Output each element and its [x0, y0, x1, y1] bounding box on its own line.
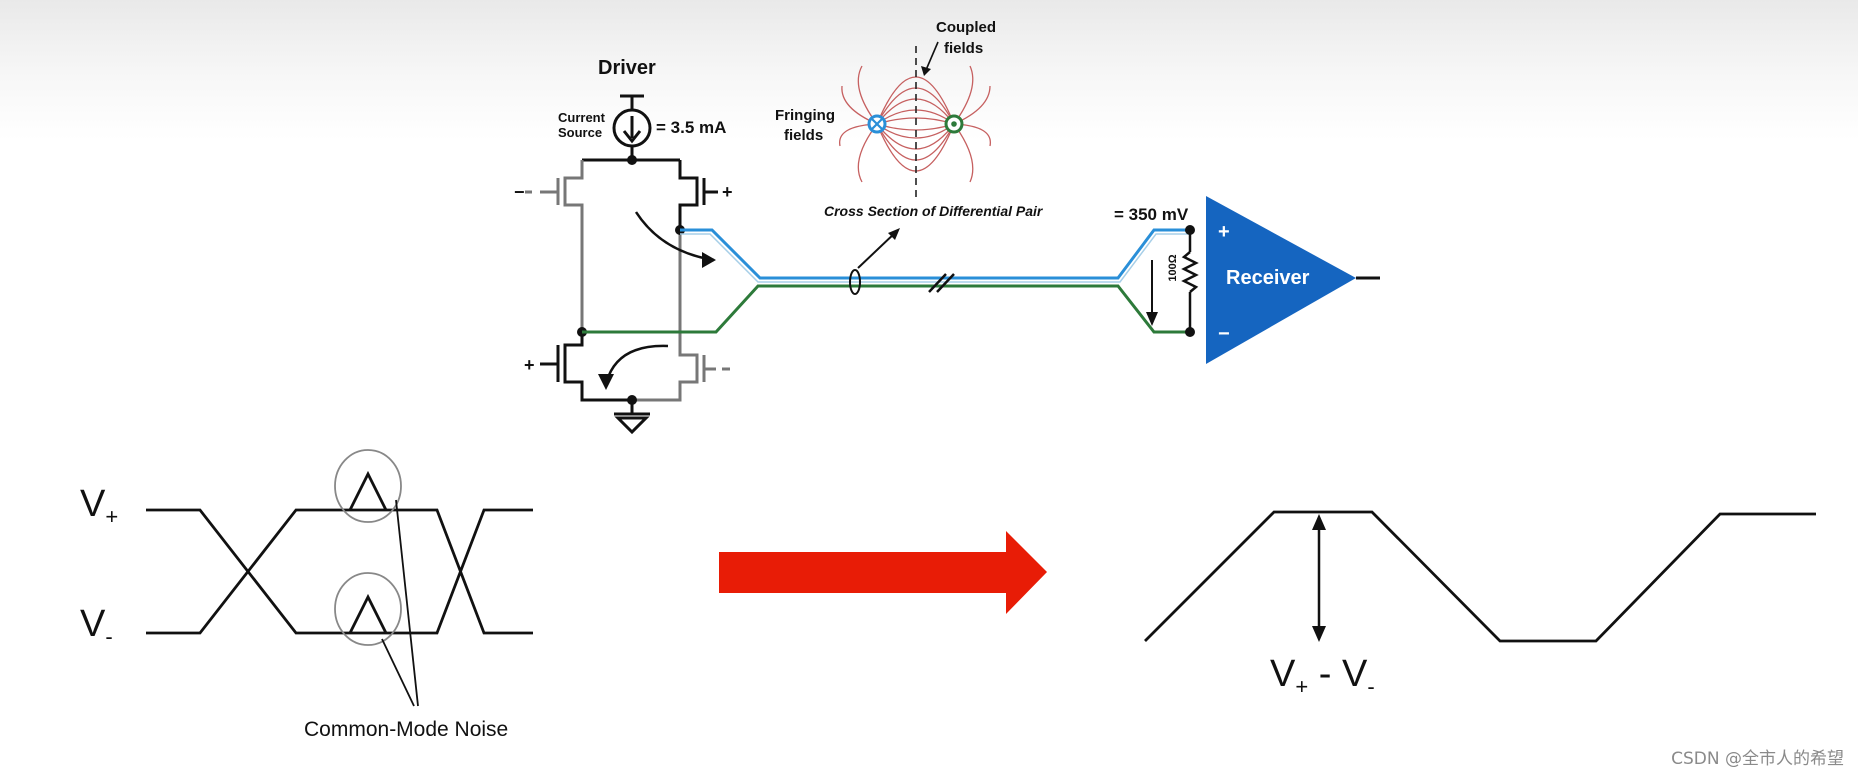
driver-minus-top-left: −: [514, 182, 525, 202]
differential-pair-lines: [582, 228, 1190, 334]
v-minus-label: V-: [80, 603, 113, 649]
coupled-fields-label-1: Coupled: [936, 19, 996, 36]
v-minus-trace: [146, 508, 533, 635]
watermark: CSDN @全市人的希望: [1671, 749, 1844, 769]
current-source-symbol: [612, 108, 652, 148]
input-waveforms: V+ V- Common-Mode Noise: [80, 449, 533, 741]
resistor-label: 100Ω: [1167, 254, 1179, 281]
receiver-plus: +: [1218, 221, 1230, 243]
cross-section-fields: Coupled fields Fringing fields Cross Sec…: [775, 19, 1044, 219]
receiver-label: Receiver: [1226, 267, 1310, 289]
current-source-label-1: Current: [558, 110, 606, 125]
driver-circuit: Driver Current Source = 3.5 mA − +: [514, 57, 733, 435]
coupled-fields-label-2: fields: [944, 40, 983, 57]
v-plus-label: V+: [80, 483, 118, 529]
noise-spike-bottom: [348, 593, 388, 634]
transform-arrow: [719, 531, 1047, 614]
differential-trace: [1144, 510, 1816, 643]
negative-line: [582, 284, 1190, 334]
noise-spike-top: [348, 470, 388, 511]
receiver-amplifier: [1206, 196, 1356, 364]
conductor-out-of-page-icon: [944, 114, 964, 134]
driver-plus-bottom-left: +: [524, 355, 535, 375]
driver-plus-top-right: +: [722, 182, 733, 202]
current-value-label: = 3.5 mA: [656, 118, 726, 137]
conductor-into-page-icon: [867, 114, 887, 134]
receiver: = 350 mV 100Ω + − Receiver: [1114, 196, 1380, 364]
current-source-label-2: Source: [558, 125, 602, 140]
receiver-minus: −: [1218, 323, 1230, 345]
fringing-fields-label-2: fields: [784, 127, 823, 144]
receiver-voltage-label: = 350 mV: [1114, 205, 1189, 224]
field-lines: [839, 65, 991, 183]
cross-section-label: Cross Section of Differential Pair: [824, 203, 1044, 219]
positive-line: [680, 228, 1190, 280]
driver-title: Driver: [598, 57, 656, 79]
common-mode-noise-label: Common-Mode Noise: [304, 718, 508, 741]
differential-label: V+ - V-: [1270, 653, 1375, 699]
fringing-fields-label-1: Fringing: [775, 107, 835, 124]
differential-waveform: V+ - V-: [1144, 510, 1816, 699]
v-plus-trace: [146, 508, 533, 635]
